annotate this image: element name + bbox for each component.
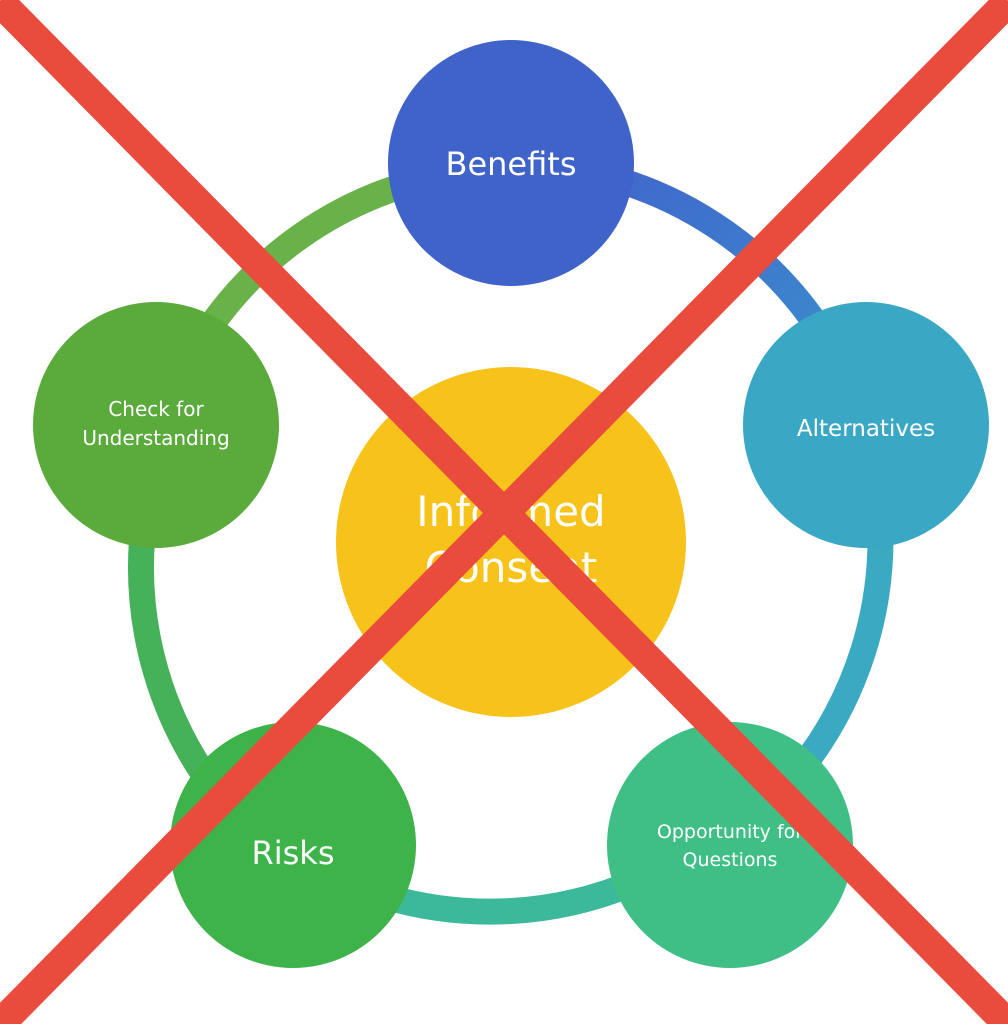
- ring-arc-risks-check: [128, 539, 226, 798]
- node-benefits: Benefits: [388, 40, 634, 286]
- node-check-circle: [33, 302, 279, 548]
- node-benefits-label: Benefits: [446, 145, 577, 183]
- ring-arc-benefits-alternatives: [596, 162, 831, 338]
- ring-arc-alternatives-opportunity: [789, 519, 894, 779]
- node-risks-label: Risks: [252, 834, 335, 872]
- ring-arc-check-benefits: [204, 172, 409, 328]
- ring-arc-opportunity-risks: [376, 868, 646, 925]
- node-check-label-line2: Understanding: [82, 426, 229, 450]
- node-alternatives: Alternatives: [743, 302, 989, 548]
- node-risks: Risks: [170, 722, 416, 968]
- node-alternatives-label: Alternatives: [797, 416, 935, 442]
- node-opportunity-label-line2: Questions: [683, 849, 778, 871]
- node-check-label-line1: Check for: [108, 397, 204, 421]
- node-check: Check for Understanding: [33, 302, 279, 548]
- node-benefits-circle: [388, 40, 634, 286]
- node-alternatives-circle: [743, 302, 989, 548]
- node-opportunity-label-line1: Opportunity for: [657, 821, 803, 843]
